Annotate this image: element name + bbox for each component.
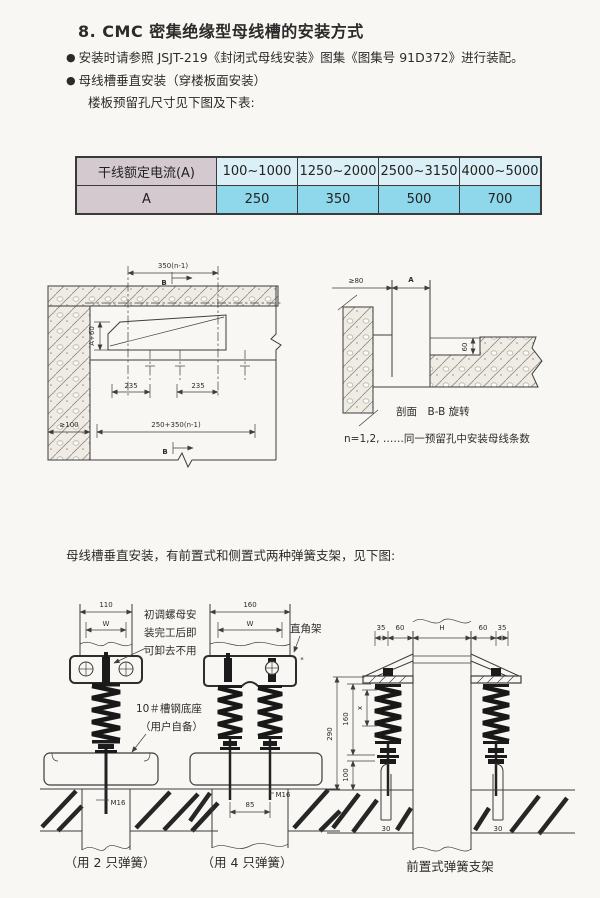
spring-coil: [91, 683, 121, 744]
dim-35-right: 35: [498, 624, 507, 632]
dim-350n1: 350(n-1): [158, 262, 189, 270]
spring-coils: [217, 685, 283, 739]
section-mark-b-bottom: B: [162, 448, 167, 456]
spring4-dimensions: 160 W: [209, 601, 291, 638]
table-val-4: 700: [459, 185, 540, 213]
bullet-icon: ●: [66, 74, 76, 87]
table-val-2: 350: [297, 185, 378, 213]
caption-4-springs: （用 4 只弹簧）: [201, 855, 293, 870]
dim-100: 100: [342, 768, 350, 781]
section-mark-b-top: B: [161, 279, 166, 287]
adjust-nut-note-1: 初调螺母安: [144, 608, 197, 621]
section-note: n=1,2, ……同一预留孔中安装母线条数: [344, 432, 530, 445]
channel-base-note-1: 10＃槽钢底座: [136, 702, 202, 715]
adjust-nut-note-2: 装完工后即: [144, 626, 197, 639]
dim-85: 85: [246, 801, 255, 809]
subnote-text: 楼板预留孔尺寸见下图及下表:: [88, 95, 255, 110]
section-slab: [373, 334, 543, 388]
section-label: 剖面 B-B 旋转: [396, 405, 470, 418]
angle-legs: [380, 763, 504, 821]
dim-w: W: [103, 620, 110, 628]
middle-text: 母线槽垂直安装，有前置式和侧置式两种弹簧支架，见下图:: [66, 548, 396, 563]
table-val-3: 500: [378, 185, 459, 213]
install-note-line: ●安装时请参照 JSJT-219《封闭式母线安装》图集《图集号 91D372》进…: [66, 47, 524, 66]
table-val-1: 250: [216, 185, 297, 213]
section-diagram: ≥80 A 60 剖面 B-B 旋转 n=1,2, ……同一预留孔中安装母线条数: [332, 276, 543, 445]
dim-35-left: 35: [377, 624, 386, 632]
spring2-diagram: 110 W: [40, 601, 220, 851]
dim-235-right: 235: [191, 382, 204, 390]
busbar-lines: [391, 280, 431, 387]
spring2-dimensions: 110 W: [79, 601, 133, 638]
section-wall: [337, 294, 379, 427]
floor-hatch: [188, 788, 342, 849]
footnote-mark: *: [300, 656, 304, 664]
dim-60: 60: [461, 343, 469, 352]
dim-h: H: [439, 624, 444, 632]
table-header-current: 干线额定电流(A): [77, 158, 216, 185]
channel-base-note-2: （用户自备）: [140, 720, 203, 733]
bracket-label: 直角架: [290, 622, 322, 635]
right-angle-bracket: [203, 653, 297, 687]
mount-brackets: [362, 653, 522, 684]
preopening-size-table: 干线额定电流(A) 100~1000 1250~2000 2500~3150 4…: [75, 156, 542, 215]
dim-60-right: 60: [479, 624, 488, 632]
table-col-1: 100~1000: [216, 158, 297, 185]
dim-30-left: 30: [382, 825, 391, 833]
section-dimensions: ≥80 A 60: [332, 276, 476, 355]
dim-290: 290: [326, 727, 334, 740]
table-header-a: A: [77, 185, 216, 213]
dim-x: x: [356, 706, 364, 710]
page-title: 8. CMC 密集绝缘型母线槽的安装方式: [78, 22, 364, 41]
dim-w: W: [247, 620, 254, 628]
spring-coils: [374, 684, 510, 744]
dim-250-350n1: 250+350(n-1): [151, 421, 201, 429]
channel-base: [43, 744, 159, 814]
dim-160: 160: [243, 601, 256, 609]
table-col-4: 4000~5000: [459, 158, 540, 185]
top-dimensions: 35 60 H 60 35: [374, 624, 509, 646]
caption-2-springs: （用 2 只弹簧）: [64, 855, 156, 870]
concrete-slab-hatch: [47, 285, 279, 461]
dim-a: A: [408, 276, 414, 284]
table-col-3: 2500~3150: [378, 158, 459, 185]
bullet-icon: ●: [66, 51, 76, 64]
install-note-text: 安装时请参照 JSJT-219《封闭式母线安装》图集《图集号 91D372》进行…: [78, 50, 524, 65]
dim-30-right: 30: [494, 825, 503, 833]
vertical-install-text: 母线槽垂直安装（穿楼板面安装）: [78, 73, 267, 88]
caption-front-mount: 前置式弹簧支架: [406, 859, 494, 874]
dim-235-left: 235: [124, 382, 137, 390]
hanger-bracket: [69, 652, 143, 684]
dim-a-plus-60: A+60: [88, 326, 96, 346]
dim-160: 160: [342, 712, 350, 725]
bolt-label-m16: M16: [276, 791, 291, 799]
front-mount-diagram: 35 60 H 60 35: [326, 618, 575, 852]
dim-110: 110: [99, 601, 112, 609]
plan-diagram: 350(n-1) B A+60 235 235 ≥100 250+350(n-1…: [47, 262, 282, 469]
busbar-opening-outline: [48, 266, 282, 469]
bolt-label-m16: M16: [111, 799, 126, 807]
spring4-diagram: 160 W: [188, 601, 342, 849]
dim-min100: ≥100: [59, 421, 78, 429]
center-tick-marks: [145, 350, 250, 380]
vertical-install-line: ●母线槽垂直安装（穿楼板面安装）: [66, 70, 266, 89]
dim-min80: ≥80: [349, 277, 364, 285]
rods-and-nuts: [377, 744, 507, 796]
adjust-nut-note-3: 可卸去不用: [144, 644, 197, 657]
floor-hatch: [327, 789, 575, 836]
left-dimensions: 290 160 x 100: [326, 676, 377, 791]
table-col-2: 1250~2000: [297, 158, 378, 185]
channel-base: [189, 739, 323, 800]
busbar-column: [412, 618, 472, 852]
plan-dimensions: 350(n-1) B A+60 235 235 ≥100 250+350(n-1…: [47, 262, 256, 456]
dim-60-left: 60: [396, 624, 405, 632]
floor-hatch: [40, 788, 220, 851]
